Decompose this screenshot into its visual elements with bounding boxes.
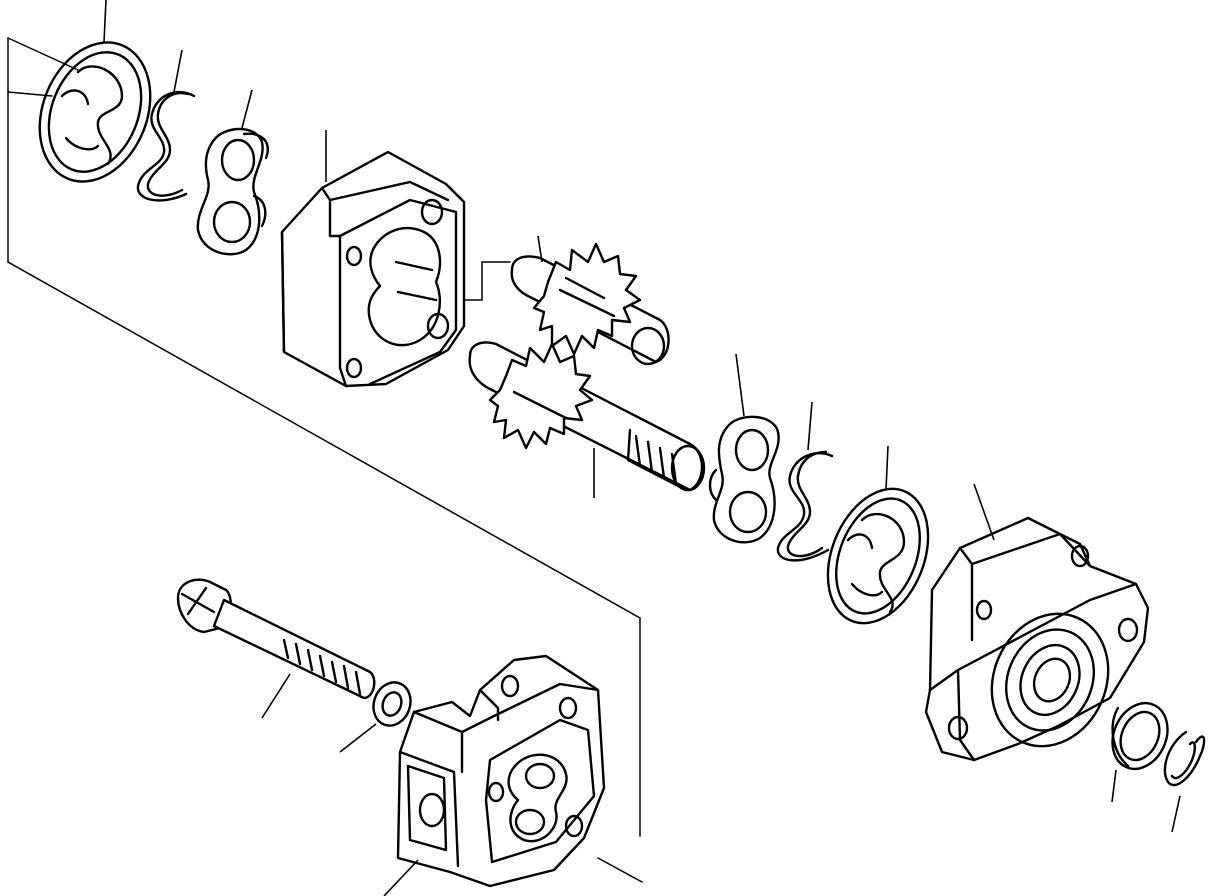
driven-gear (510, 235, 670, 366)
snap-ring (1163, 730, 1206, 833)
gear-housing (280, 130, 466, 388)
oil-seal (1111, 701, 1169, 803)
through-bolt (176, 578, 376, 719)
front-cover-flange (924, 483, 1150, 762)
seal-ring-front (826, 445, 930, 625)
wear-plate-front (708, 353, 780, 544)
backup-spring-rear (136, 49, 196, 202)
seal-ring-rear (38, 0, 152, 183)
rear-cover (383, 654, 606, 896)
assembly-frame (7, 37, 643, 883)
wear-plate-rear (196, 89, 269, 256)
washer (339, 681, 412, 753)
drive-gear-shaft (468, 341, 706, 498)
backup-spring-front (776, 401, 834, 562)
